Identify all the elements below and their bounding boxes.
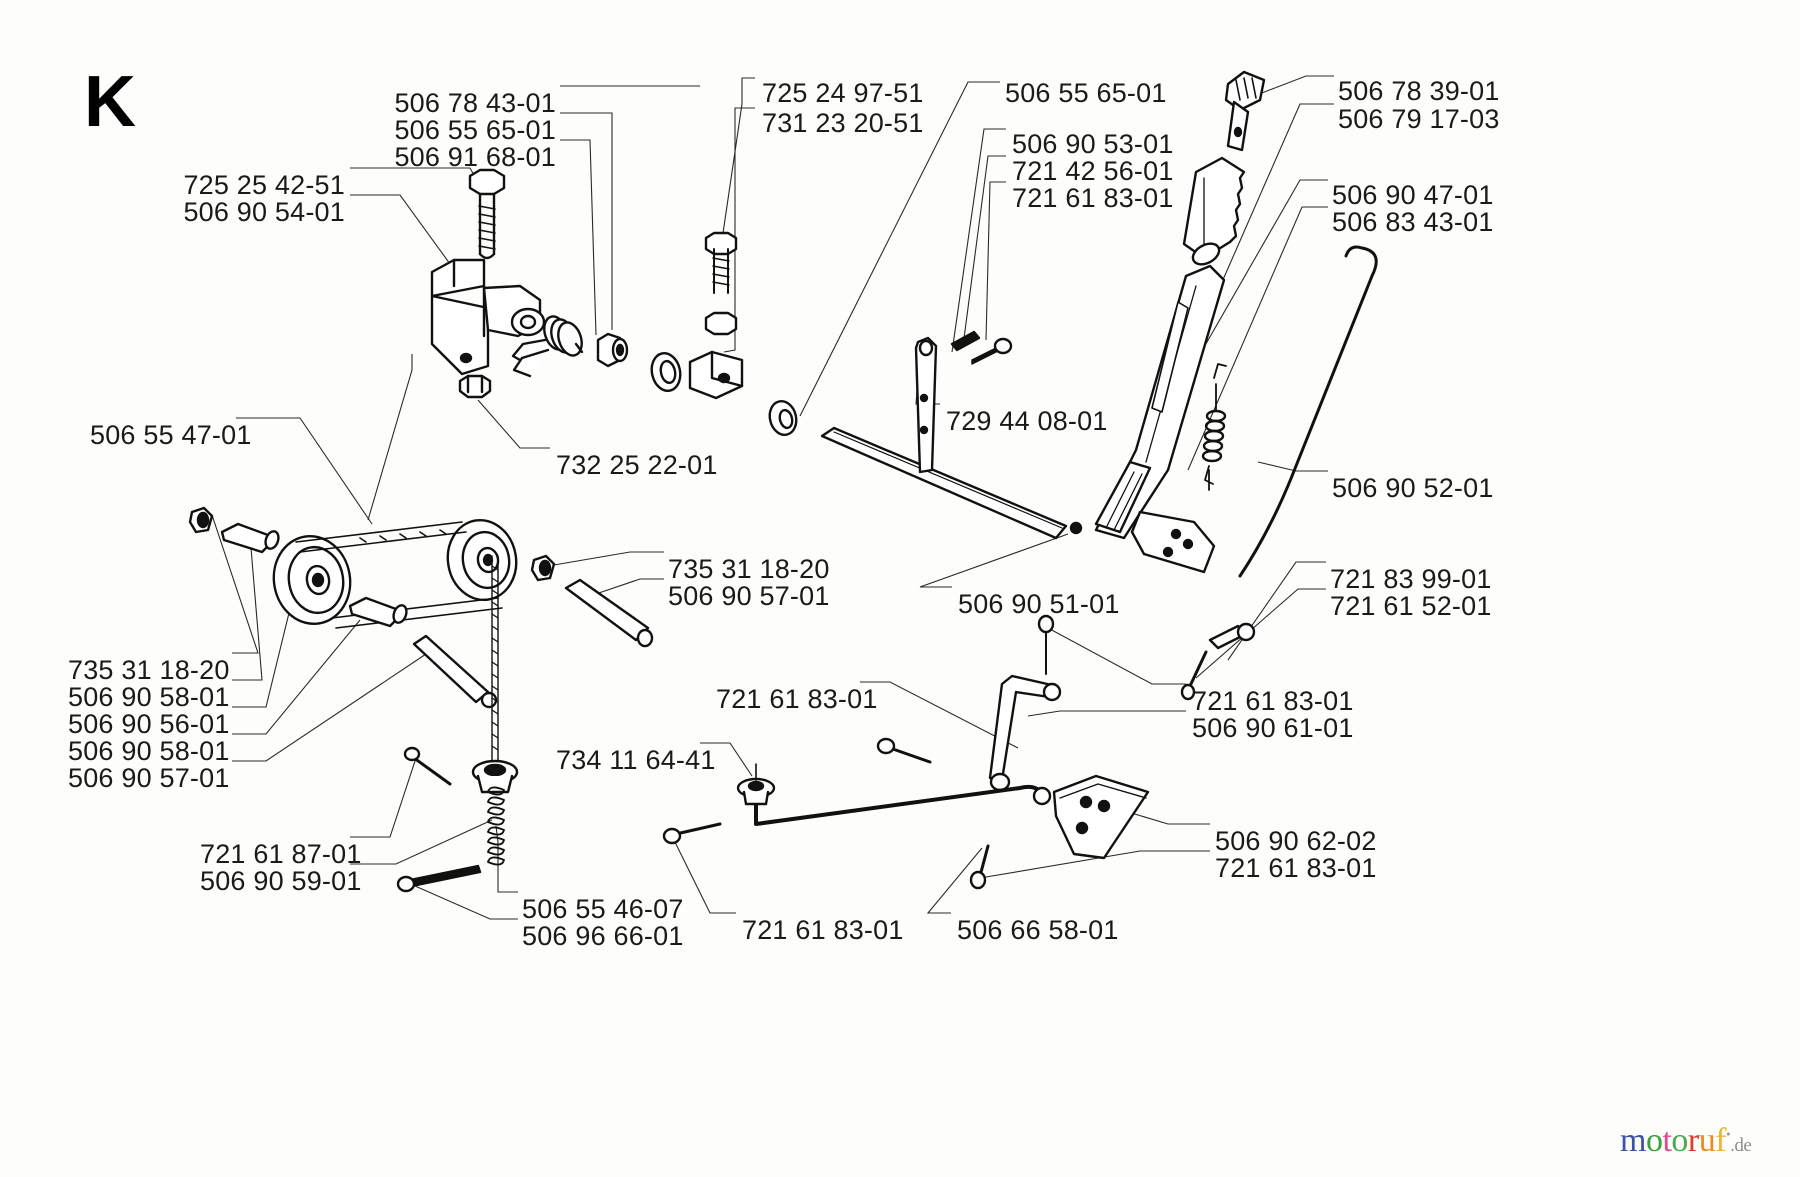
part-number-label: 732 25 22-01: [556, 450, 718, 480]
motoruf-watermark: motoruf•.de: [1620, 1122, 1752, 1159]
part-number-label: 721 61 87-01: [200, 839, 362, 869]
part-number-label: 506 83 43-01: [1332, 207, 1494, 237]
ring-bearing: [650, 351, 682, 393]
part-number-label: 729 44 08-01: [946, 406, 1108, 436]
part-number-label: 506 90 54-01: [183, 197, 345, 227]
part-number-label: 506 91 68-01: [394, 142, 556, 172]
bolt-long-left: [412, 634, 498, 709]
long-link-rod: [754, 784, 1044, 826]
part-number-label: 506 78 43-01: [394, 88, 556, 118]
part-number-label: 506 66 58-01: [957, 915, 1119, 945]
pin-parts: [950, 330, 1013, 365]
part-number-label: 731 23 20-51: [762, 108, 924, 138]
watermark-letter: o: [1645, 1122, 1663, 1159]
clevis-pin: [1208, 622, 1256, 650]
flat-link: [914, 336, 938, 474]
hex-nut-lower: [458, 374, 492, 399]
part-number-label: 506 96 66-01: [522, 921, 684, 951]
part-number-label: 506 90 51-01: [958, 589, 1120, 619]
part-number-label: 735 31 18-20: [668, 554, 830, 584]
part-number-label: 506 78 39-01: [1338, 76, 1500, 106]
coil-spring-vertical: [487, 786, 505, 866]
leader-lines: [211, 75, 1334, 920]
part-number-label: 506 90 53-01: [1012, 129, 1174, 159]
part-number-label: 506 55 65-01: [1005, 78, 1167, 108]
part-number-label: 734 11 64-41: [556, 745, 716, 775]
part-number-label: 506 79 17-03: [1338, 104, 1500, 134]
pulley-right: [446, 518, 518, 602]
bushing-rod: [768, 400, 798, 436]
bushing-small: [596, 332, 629, 368]
main-draw-rod: [820, 426, 1068, 540]
bell-crank: [988, 674, 1062, 792]
threaded-rod-vertical: [491, 555, 499, 773]
part-number-label: 506 90 57-01: [668, 581, 830, 611]
handle-lever: [1069, 264, 1226, 540]
bushing-rod-left: [736, 763, 776, 806]
watermark-dot: •: [1726, 1126, 1731, 1142]
watermark-letter: u: [1698, 1122, 1716, 1159]
rod-end-pin: [1032, 786, 1052, 806]
part-illustrations: [188, 70, 1378, 893]
watermark-letter: o: [1671, 1122, 1688, 1159]
washer-b: [530, 554, 556, 582]
watermark-suffix: .de: [1730, 1135, 1752, 1156]
watermark-letter: t: [1662, 1122, 1672, 1159]
cotter-bottom-right: [969, 844, 990, 890]
pivot-plate: [1052, 774, 1150, 860]
part-number-label: 506 90 59-01: [200, 866, 362, 896]
hook-clip-lower: [396, 864, 482, 893]
hex-bolt-upper: [468, 168, 506, 260]
part-number-label: 721 42 56-01: [1012, 156, 1174, 186]
lever-bracket: [1130, 510, 1216, 574]
watermark-letter: f: [1715, 1122, 1727, 1159]
spring-seat-washer: [471, 759, 519, 794]
spacer-tube-a: [220, 522, 280, 554]
bracket-plate: [430, 258, 546, 376]
part-number-label: 506 55 46-07: [522, 894, 684, 924]
part-number-label: 725 24 97-51: [762, 78, 924, 108]
part-number-label: 506 90 47-01: [1332, 180, 1494, 210]
cotter-pin-left: [403, 746, 452, 786]
pulley-left: [272, 534, 352, 626]
part-number-label: 506 90 58-01: [68, 682, 230, 712]
long-bent-rod: [1238, 245, 1378, 578]
cotter-crank-2: [876, 737, 932, 764]
watermark-letter: r: [1687, 1122, 1699, 1159]
spacer-tube-b: [348, 596, 408, 628]
part-number-label: 735 31 18-20: [68, 655, 230, 685]
extension-spring: [1201, 363, 1227, 491]
spacer-tube-c: [564, 578, 654, 648]
clamp-block: [688, 231, 744, 400]
knob-cap: [1224, 70, 1266, 152]
part-number-label: 506 90 57-01: [68, 763, 230, 793]
part-number-label: 506 55 65-01: [394, 115, 556, 145]
part-number-label: 506 55 47-01: [90, 420, 252, 450]
part-number-label: 721 61 83-01: [1192, 686, 1354, 716]
part-number-label: 721 61 83-01: [1012, 183, 1174, 213]
torsion-spring: [511, 315, 584, 378]
cotter-bottom-left: [662, 822, 722, 845]
part-number-label: 721 61 83-01: [1215, 853, 1377, 883]
watermark-letter: m: [1620, 1122, 1646, 1159]
grip-sleeve: [1182, 156, 1246, 266]
washer-a: [188, 506, 214, 534]
part-number-label: 506 90 58-01: [68, 736, 230, 766]
cotter-pin-right: [1180, 650, 1208, 701]
part-number-label: 506 90 62-02: [1215, 826, 1377, 856]
part-number-label: 721 61 52-01: [1330, 591, 1492, 621]
part-number-label: 506 90 52-01: [1332, 473, 1494, 503]
cotter-crank: [1037, 614, 1055, 675]
part-number-label: 721 61 83-01: [742, 915, 904, 945]
section-letter: K: [84, 62, 136, 142]
part-number-label: 725 25 42-51: [183, 170, 345, 200]
part-number-label: 721 61 83-01: [716, 684, 878, 714]
part-number-label: 506 90 61-01: [1192, 713, 1354, 743]
part-number-label: 506 90 56-01: [68, 709, 230, 739]
part-number-label: 721 83 99-01: [1330, 564, 1492, 594]
